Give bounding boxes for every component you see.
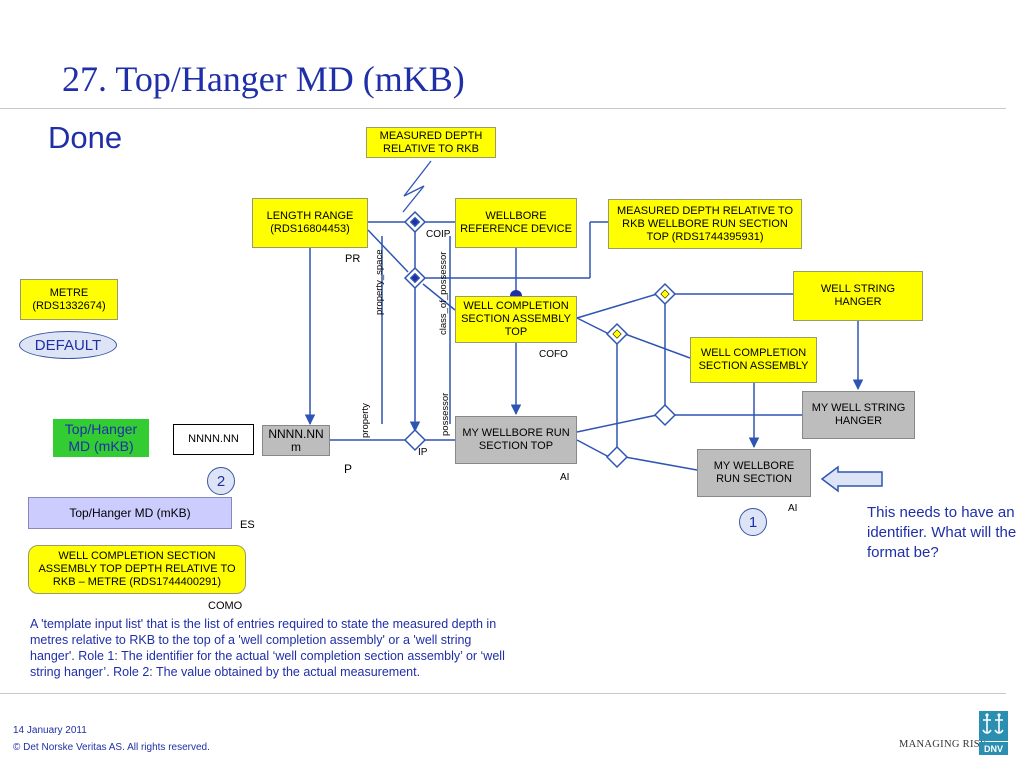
my-wellbore-run-section-top-box: MY WELLBORE RUN SECTION TOP <box>455 416 577 464</box>
ip-label: IP <box>418 447 428 458</box>
possessor-label: possessor <box>440 392 451 436</box>
wcsa-box: WELL COMPLETION SECTION ASSEMBLY <box>690 337 817 383</box>
role-1-circle: 1 <box>739 508 767 536</box>
coip-label: COIP <box>426 229 451 240</box>
measured-depth-rkb-box: MEASURED DEPTH RELATIVE TO RKB <box>366 127 496 158</box>
length-range-box: LENGTH RANGE (RDS16804453) <box>252 198 368 248</box>
diamond-node-icon <box>403 428 427 452</box>
wcsa-top-depth-box: WELL COMPLETION SECTION ASSEMBLY TOP DEP… <box>28 545 246 594</box>
top-hanger-lavender-box: Top/Hanger MD (mKB) <box>28 497 232 529</box>
status-heading: Done <box>48 120 123 155</box>
identifier-note: This needs to have an identifier. What w… <box>867 504 1017 561</box>
nnnn-box: NNNN.NN <box>173 424 254 455</box>
diamond-node-icon <box>605 445 629 469</box>
pr-label: PR <box>345 253 361 265</box>
footer-copyright: © Det Norske Veritas AS. All rights rese… <box>13 742 210 753</box>
footer-date: 14 January 2011 <box>13 725 87 736</box>
es-label: ES <box>240 519 255 531</box>
role-2-circle: 2 <box>207 467 235 495</box>
top-hanger-green-label: Top/Hanger MD (mKB) <box>53 419 149 457</box>
footer-divider <box>0 693 1006 694</box>
metre-box: METRE (RDS1332674) <box>20 279 118 320</box>
filled-diamond-node-icon <box>403 210 427 234</box>
como-label: COMO <box>208 600 243 612</box>
page-title: 27. Top/Hanger MD (mKB) <box>62 59 465 99</box>
dnv-logo-text: DNV <box>984 744 1003 754</box>
dnv-logo-icon: DNV <box>979 711 1008 755</box>
my-well-string-hanger-box: MY WELL STRING HANGER <box>802 391 915 439</box>
filled-diamond-node-icon <box>653 282 677 306</box>
footer-tagline: MANAGING RISK <box>899 739 988 750</box>
property-label: property <box>360 403 371 438</box>
filled-diamond-node-icon <box>605 322 629 346</box>
ai-label-2: AI <box>788 503 798 514</box>
title-divider <box>0 108 1006 109</box>
my-wellbore-run-section-box: MY WELLBORE RUN SECTION <box>697 449 811 497</box>
wellbore-reference-device-box: WELLBORE REFERENCE DEVICE <box>455 198 577 248</box>
property-space-label: property_space <box>374 249 385 315</box>
hollow-arrow-icon <box>820 465 883 493</box>
nnnn-m-box: NNNN.NN m <box>262 425 330 456</box>
well-string-hanger-box: WELL STRING HANGER <box>793 271 923 321</box>
p-label: P <box>344 462 353 476</box>
filled-diamond-node-icon <box>403 266 427 290</box>
default-ellipse: DEFAULT <box>19 331 117 359</box>
measured-depth-run-section-top-box: MEASURED DEPTH RELATIVE TO RKB WELLBORE … <box>608 199 802 249</box>
class-of-possessor-label: class_of_possessor <box>438 251 449 335</box>
cofo-label: COFO <box>539 349 568 360</box>
wcsa-top-box: WELL COMPLETION SECTION ASSEMBLY TOP <box>455 296 577 343</box>
template-description: A 'template input list' that is the list… <box>30 617 505 679</box>
ai-label: AI <box>560 472 570 483</box>
lightning-icon <box>402 160 432 213</box>
diamond-node-icon <box>653 403 677 427</box>
